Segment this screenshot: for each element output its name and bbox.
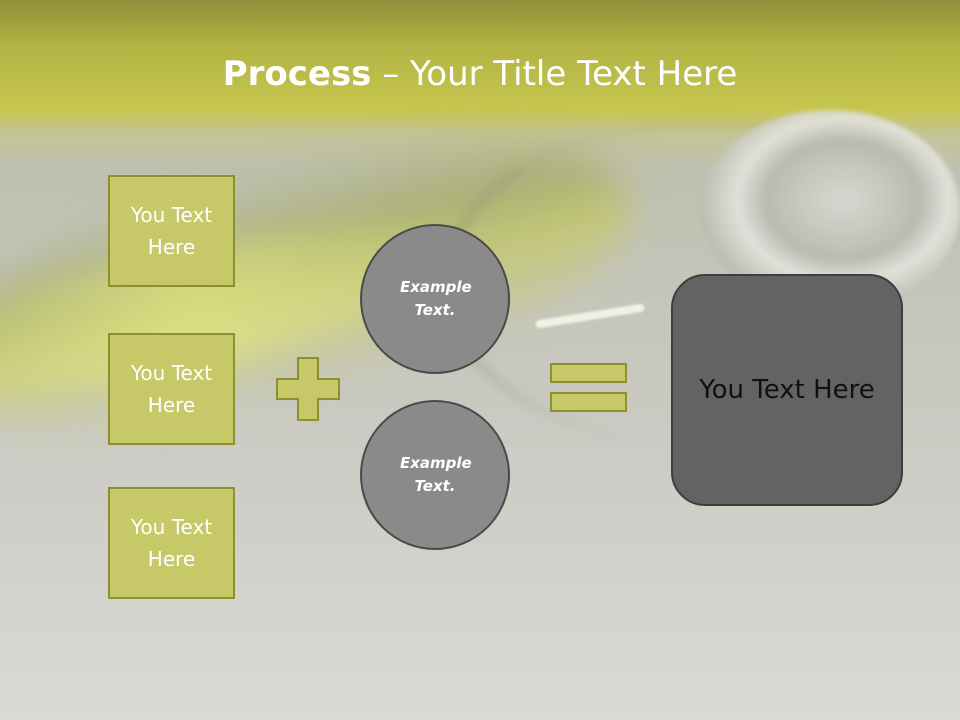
input-box-2: You Text Here — [108, 333, 235, 445]
input-box-text: You Text Here — [130, 361, 213, 417]
background-motion-streak — [0, 86, 658, 484]
equals-icon-top-bar — [550, 363, 627, 383]
example-circle-text: Example Text. — [400, 454, 472, 495]
example-circle-1: Example Text. — [360, 224, 510, 374]
slide-title: Process – Your Title Text Here — [0, 52, 960, 96]
title-bold: Process — [222, 54, 372, 94]
title-rest: – Your Title Text Here — [371, 54, 738, 94]
equals-icon-bottom-bar — [550, 392, 627, 412]
background-glint — [535, 303, 645, 329]
example-circle-text: Example Text. — [400, 278, 472, 319]
result-box: You Text Here — [671, 274, 903, 506]
plus-icon — [276, 357, 340, 421]
input-box-3: You Text Here — [108, 487, 235, 599]
example-circle-2: Example Text. — [360, 400, 510, 550]
input-box-1: You Text Here — [108, 175, 235, 287]
result-box-text: You Text Here — [699, 375, 875, 405]
input-box-text: You Text Here — [130, 515, 213, 571]
input-box-text: You Text Here — [130, 203, 213, 259]
